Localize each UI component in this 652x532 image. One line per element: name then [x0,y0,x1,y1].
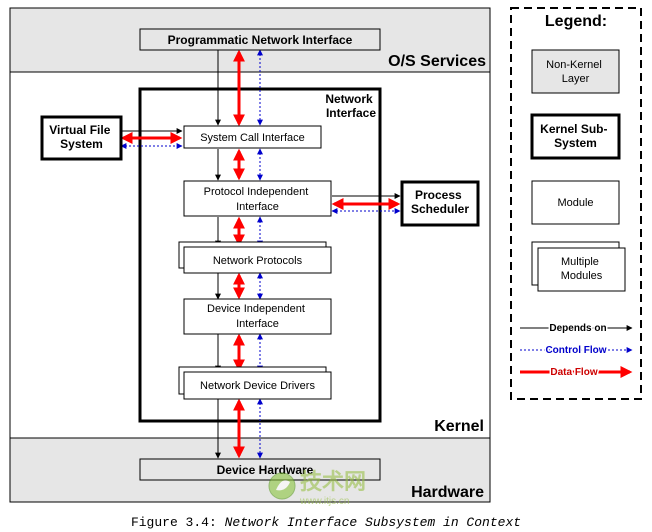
legend-kernel-sub-swatch [530,113,621,160]
system-call-interface-label: System Call Interface [200,132,305,144]
programmatic-network-interface-label: Programmatic Network Interface [168,33,353,47]
device-independent-interface-label: Device Independent Interface [207,303,308,330]
virtual-file-system-label: Virtual File System [49,123,113,151]
network-protocols-box [183,246,332,274]
protocol-independent-interface-label: Protocol Independent Interface [204,186,312,213]
network-device-drivers-box [183,371,332,400]
os-services-label: O/S Services [388,53,486,70]
figure-caption-title: Network Interface Subsystem in Context [224,515,522,530]
hardware-label: Hardware [411,484,484,501]
legend-module-swatch [531,180,620,225]
legend-depends-label: Depends on [549,323,606,334]
figure-caption-prefix: Figure 3.4: [130,515,217,530]
legend-non-kernel-label: Non-Kernel Layer [546,59,605,85]
legend-kernel-sub-label: Kernel Sub- System [540,122,611,150]
process-scheduler-label: Process Scheduler [411,188,469,216]
protocol-independent-interface-box [183,180,332,217]
kernel-label: Kernel [434,418,484,435]
legend-data-label: Data Flow [550,367,597,378]
legend-title: Legend: [545,13,607,30]
device-hardware-box [139,458,381,481]
watermark: 技术网 www.itjs.cn [268,469,366,507]
watermark-brand: 技术网 [300,469,366,494]
watermark-url: www.itjs.cn [299,496,349,507]
legend-multiple-label: Multiple Modules [561,256,603,282]
process-scheduler-box [400,180,480,227]
legend-non-kernel-swatch [531,49,620,94]
legend-multiple-front-swatch [537,247,626,292]
virtual-file-system-box [40,115,123,161]
system-call-interface-box [183,125,322,149]
network-protocols-label: Network Protocols [213,255,303,267]
legend-control-label: Control Flow [545,345,606,356]
legend-module-label: Module [557,197,593,209]
figure-caption: Figure 3.4: Network Interface Subsystem … [0,515,652,530]
network-interface-label: Network Interface [325,92,376,120]
watermark-leaf-icon [276,480,290,491]
device-hardware-label: Device Hardware [217,463,314,477]
network-device-drivers-label: Network Device Drivers [200,380,315,392]
device-independent-interface-box [183,298,332,335]
programmatic-network-interface-box [139,28,381,51]
